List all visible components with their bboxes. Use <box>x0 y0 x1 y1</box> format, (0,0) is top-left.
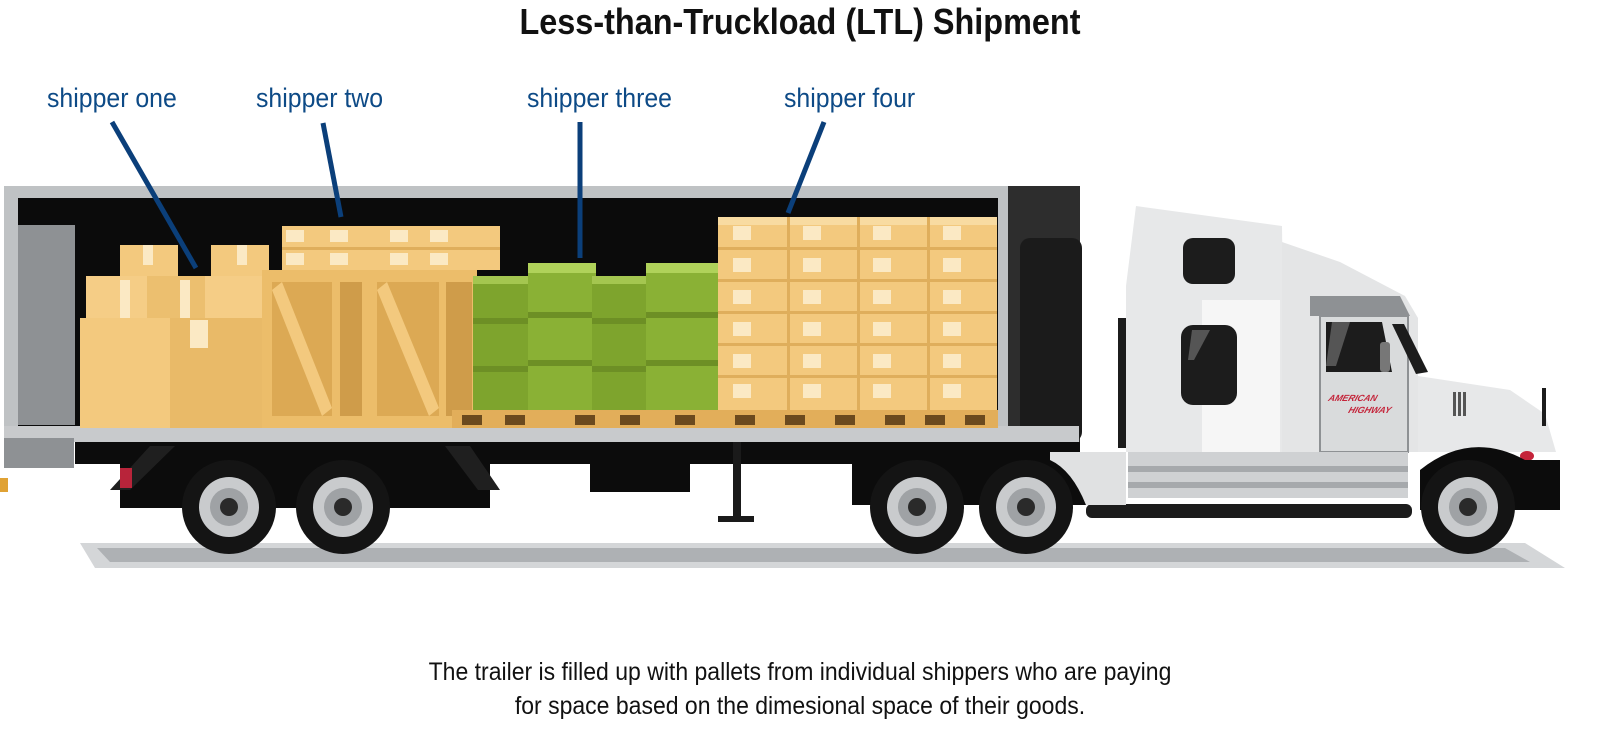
road-shadow <box>80 543 1565 568</box>
truck-logo: AMERICAN HIGHWAY <box>1326 393 1393 415</box>
pallets <box>452 410 998 428</box>
shipper-two-crates <box>262 226 500 428</box>
caption: The trailer is filled up with pallets fr… <box>64 655 1536 723</box>
wheels <box>182 460 1515 554</box>
wheel <box>979 460 1073 554</box>
page-title: Less-than-Truckload (LTL) Shipment <box>519 1 1081 42</box>
wheel <box>296 460 390 554</box>
caption-line-2: for space based on the dimesional space … <box>514 692 1086 720</box>
truck-logo-line1: AMERICAN <box>1326 393 1379 403</box>
shipper-one-label: shipper one <box>47 83 177 113</box>
shipper-three-barrels <box>473 263 718 410</box>
wheel <box>182 460 276 554</box>
truck-logo-line2: HIGHWAY <box>1347 405 1393 415</box>
truck-cab: AMERICAN HIGHWAY <box>852 206 1560 518</box>
leader-line-shipper-two <box>320 122 344 218</box>
wheel <box>1421 460 1515 554</box>
wheel <box>870 460 964 554</box>
leader-lines <box>109 120 827 270</box>
shipper-four-label: shipper four <box>784 83 916 113</box>
shipper-two-label: shipper two <box>256 83 384 113</box>
shipper-four-boxes <box>718 217 997 410</box>
leader-line-shipper-four <box>785 121 827 214</box>
caption-line-1: The trailer is filled up with pallets fr… <box>428 658 1172 686</box>
shipper-one-boxes <box>80 245 269 428</box>
shipper-three-label: shipper three <box>527 83 673 113</box>
leader-line-shipper-one <box>109 120 199 270</box>
